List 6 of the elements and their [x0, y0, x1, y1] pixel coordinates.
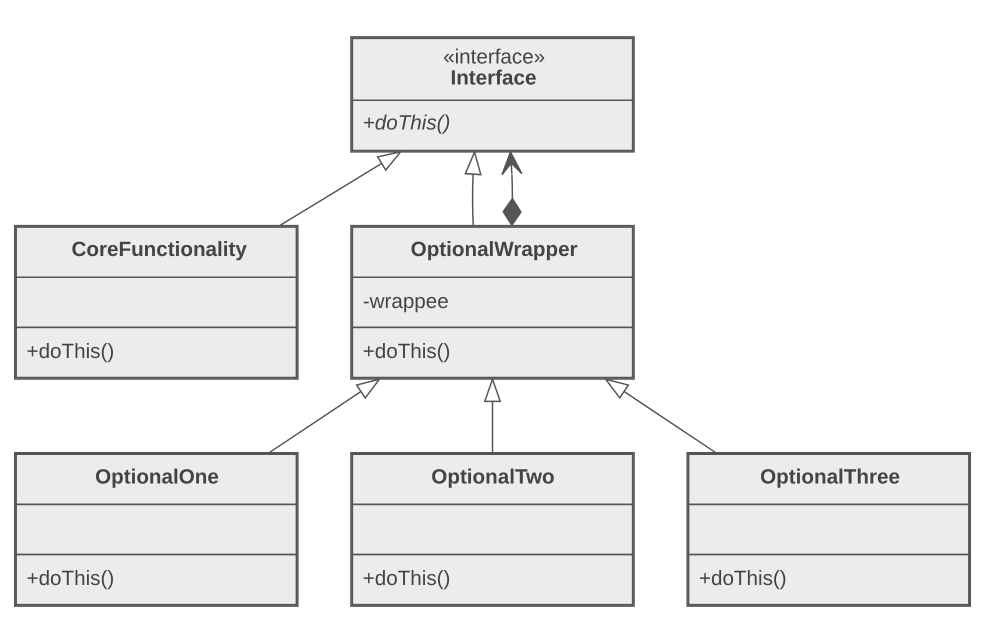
arrow — [464, 149, 482, 225]
arrow — [501, 150, 523, 226]
arrow — [604, 378, 716, 453]
arrow — [280, 150, 402, 226]
arrow — [268, 378, 382, 453]
arrow — [484, 376, 502, 452]
